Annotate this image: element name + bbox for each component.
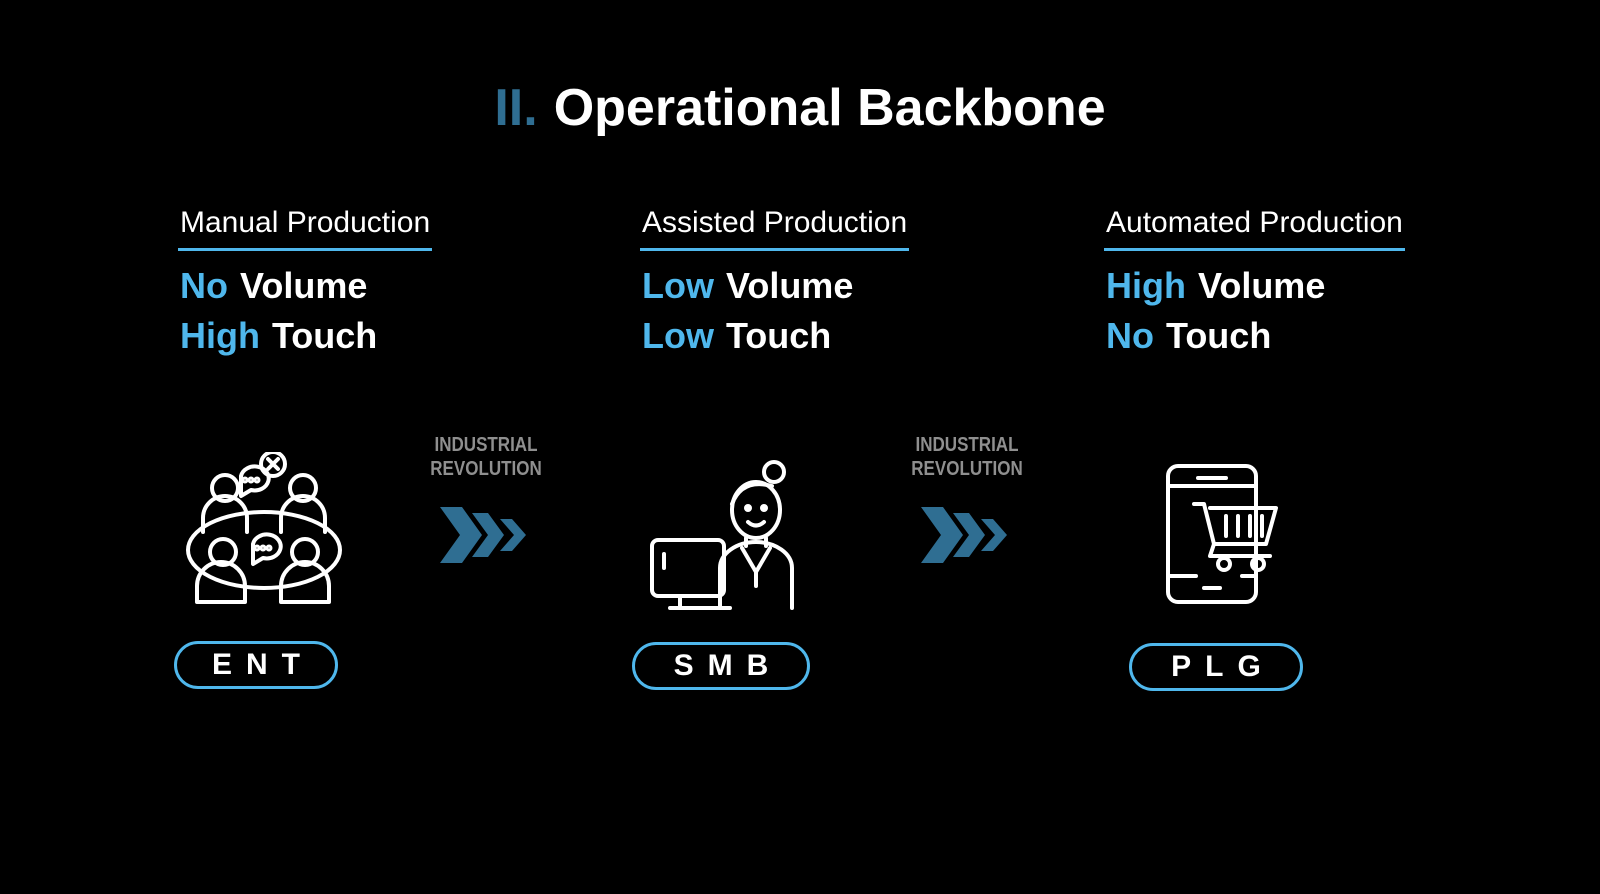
team-meeting-icon	[183, 452, 345, 612]
transition-label: INDUSTRIAL REVOLUTION	[430, 434, 542, 480]
touch-label: Touch	[725, 315, 832, 356]
volume-metric: Low Volume	[640, 261, 909, 311]
volume-metric: No Volume	[178, 261, 432, 311]
volume-level: High	[1106, 265, 1186, 306]
volume-level: No	[180, 265, 228, 306]
volume-label: Volume	[725, 265, 854, 306]
touch-level: Low	[642, 315, 714, 356]
column-header: Manual Production	[178, 206, 433, 251]
touch-metric: Low Touch	[640, 311, 909, 361]
title-text: Operational Backbone	[553, 79, 1106, 137]
volume-label: Volume	[1197, 265, 1326, 306]
industrial-revolution-transition: INDUSTRIAL REVOLUTION	[887, 433, 1047, 565]
touch-level: High	[180, 315, 260, 356]
column-manual-production: Manual Production No Volume High Touch	[178, 206, 433, 361]
column-automated-production: Automated Production High Volume No Touch	[1104, 206, 1405, 361]
segment-pill-smb[interactable]: SMB	[632, 642, 810, 690]
column-header: Automated Production	[1104, 206, 1405, 251]
sales-rep-icon	[650, 458, 800, 610]
industrial-revolution-transition: INDUSTRIAL REVOLUTION	[406, 433, 566, 565]
segment-pill-plg[interactable]: PLG	[1129, 643, 1303, 691]
chevrons-right-icon	[440, 507, 526, 563]
volume-metric: High Volume	[1104, 261, 1405, 311]
slide-title: II. Operational Backbone	[0, 78, 1600, 138]
touch-level: No	[1106, 315, 1154, 356]
segment-pill-ent[interactable]: ENT	[174, 641, 338, 689]
column-header: Assisted Production	[640, 206, 910, 251]
section-numeral: II.	[494, 79, 538, 137]
touch-label: Touch	[271, 315, 378, 356]
mobile-shopping-cart-icon	[1166, 464, 1282, 606]
touch-metric: No Touch	[1104, 311, 1405, 361]
touch-label: Touch	[1166, 315, 1272, 356]
volume-level: Low	[642, 265, 714, 306]
volume-label: Volume	[240, 265, 368, 306]
transition-label: INDUSTRIAL REVOLUTION	[911, 434, 1023, 480]
chevrons-right-icon	[921, 507, 1007, 563]
touch-metric: High Touch	[178, 311, 432, 361]
